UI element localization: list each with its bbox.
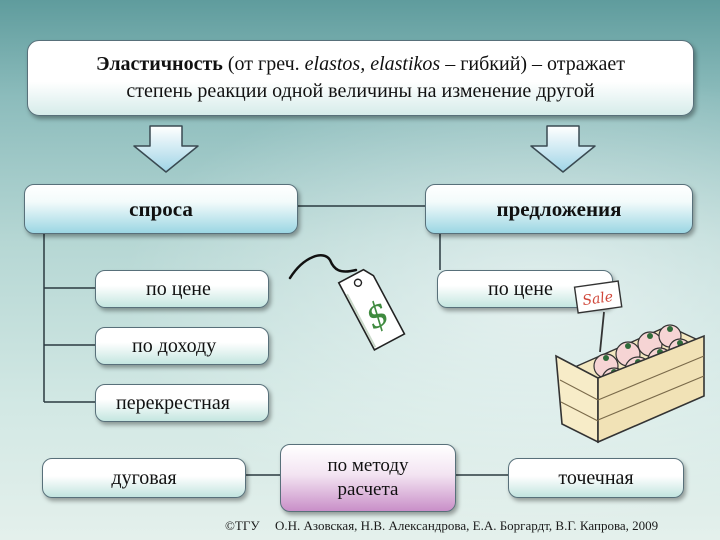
method-point-label: точечная xyxy=(558,466,634,489)
method-calculation: по методу расчета xyxy=(280,444,456,512)
method-arc-label: дуговая xyxy=(111,466,177,489)
demand-item-cross: перекрестная xyxy=(95,384,269,422)
price-tag-icon: $ xyxy=(288,254,406,351)
demand-item-income: по доходу xyxy=(95,327,269,365)
method-calculation-label: по методу расчета xyxy=(327,455,409,500)
supply-item-price-label: по цене xyxy=(488,277,553,300)
footer-copyright: ©ТГУ xyxy=(225,518,260,533)
demand-item-price-label: по цене xyxy=(146,277,211,300)
sale-sign-text: Sale xyxy=(581,289,614,309)
arrow-down-left-icon xyxy=(133,125,199,173)
demand-header-label: спроса xyxy=(129,196,193,221)
method-point: точечная xyxy=(508,458,684,498)
demand-header: спроса xyxy=(24,184,298,234)
demand-item-income-label: по доходу xyxy=(132,334,217,357)
method-arc: дуговая xyxy=(42,458,246,498)
footer-authors: О.Н. Азовская, Н.В. Александрова, Е.А. Б… xyxy=(275,518,659,533)
definition-term: Эластичность xyxy=(96,53,223,75)
supply-header: предложения xyxy=(425,184,693,234)
definition-line-1: Эластичность (от греч. elastos, elastiko… xyxy=(96,51,625,78)
demand-item-cross-label: перекрестная xyxy=(116,391,230,414)
arrow-down-right-icon xyxy=(530,125,596,173)
produce-crate-icon: Sale xyxy=(555,280,705,444)
demand-item-price: по цене xyxy=(95,270,269,308)
definition-line-2: степень реакции одной величины на измене… xyxy=(126,80,595,102)
supply-header-label: предложения xyxy=(496,196,622,221)
definition-part-2: – гибкий) – отражает xyxy=(440,53,625,75)
definition-greek: elastos, elastikos xyxy=(304,53,441,75)
definition-box: Эластичность (от греч. elastos, elastiko… xyxy=(27,40,694,116)
definition-part-1: (от греч. xyxy=(222,53,305,75)
